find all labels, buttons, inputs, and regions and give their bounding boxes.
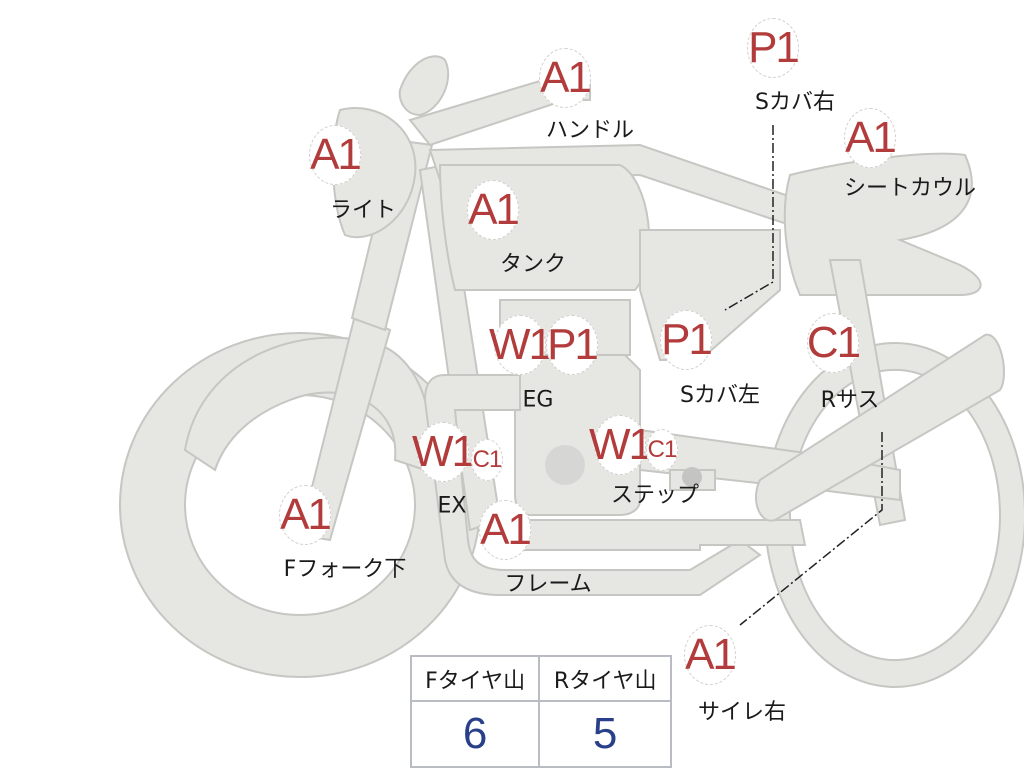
badge-light: A1 [309,125,362,185]
label-seat-cowl: シートカウル [843,176,977,201]
label-light: ライト [329,198,397,223]
leader-line-silencer [739,432,883,626]
badge-handle: A1 [539,48,592,108]
badge-tank: A1 [467,180,520,240]
badge-seat-cowl: A1 [844,108,897,168]
label-frame: フレーム [504,572,592,597]
badge-rear-suspension: C1 [807,313,861,373]
label-step: ステップ [610,483,700,508]
exhaust-pipe [423,374,762,596]
engine-cover [545,445,585,485]
front-tire-value: 6 [409,700,541,768]
badge-exhaust-w: W1 [412,422,476,482]
lower-frame [503,519,807,551]
label-engine: EG [522,387,554,413]
silencer [755,333,1005,522]
label-silencer-right: サイレ右 [697,700,787,725]
badge-s-cover-right: P1 [747,18,800,78]
rear-tire-value: 5 [538,700,672,768]
badge-engine-w: W1 [489,315,553,375]
label-front-fork-lower: Fフォーク下 [283,557,407,582]
badge-front-fork-lower: A1 [279,485,332,545]
badge-engine-p: P1 [546,315,599,375]
tire-tread-table: Fタイヤ山 Rタイヤ山 6 5 [409,655,672,768]
label-rear-suspension: Rサス [820,388,880,413]
badge-frame: A1 [479,500,532,560]
label-handle: ハンドル [545,118,635,143]
badge-step-c: C1 [646,429,678,471]
badge-silencer-right: A1 [684,625,737,685]
label-s-cover-left: Sカバ左 [680,383,760,408]
label-exhaust: EX [437,493,467,519]
step-peg [682,467,702,487]
label-tank: タンク [499,252,567,277]
badge-exhaust-c: C1 [471,439,503,481]
label-s-cover-right: Sカバ右 [755,90,835,115]
badge-s-cover-left: P1 [660,310,713,370]
mirror [398,55,450,117]
badge-step-w: W1 [589,415,653,475]
front-tire-header: Fタイヤ山 [409,655,541,702]
leader-line-s-cover-right [724,125,774,311]
rear-tire-header: Rタイヤ山 [538,655,672,702]
